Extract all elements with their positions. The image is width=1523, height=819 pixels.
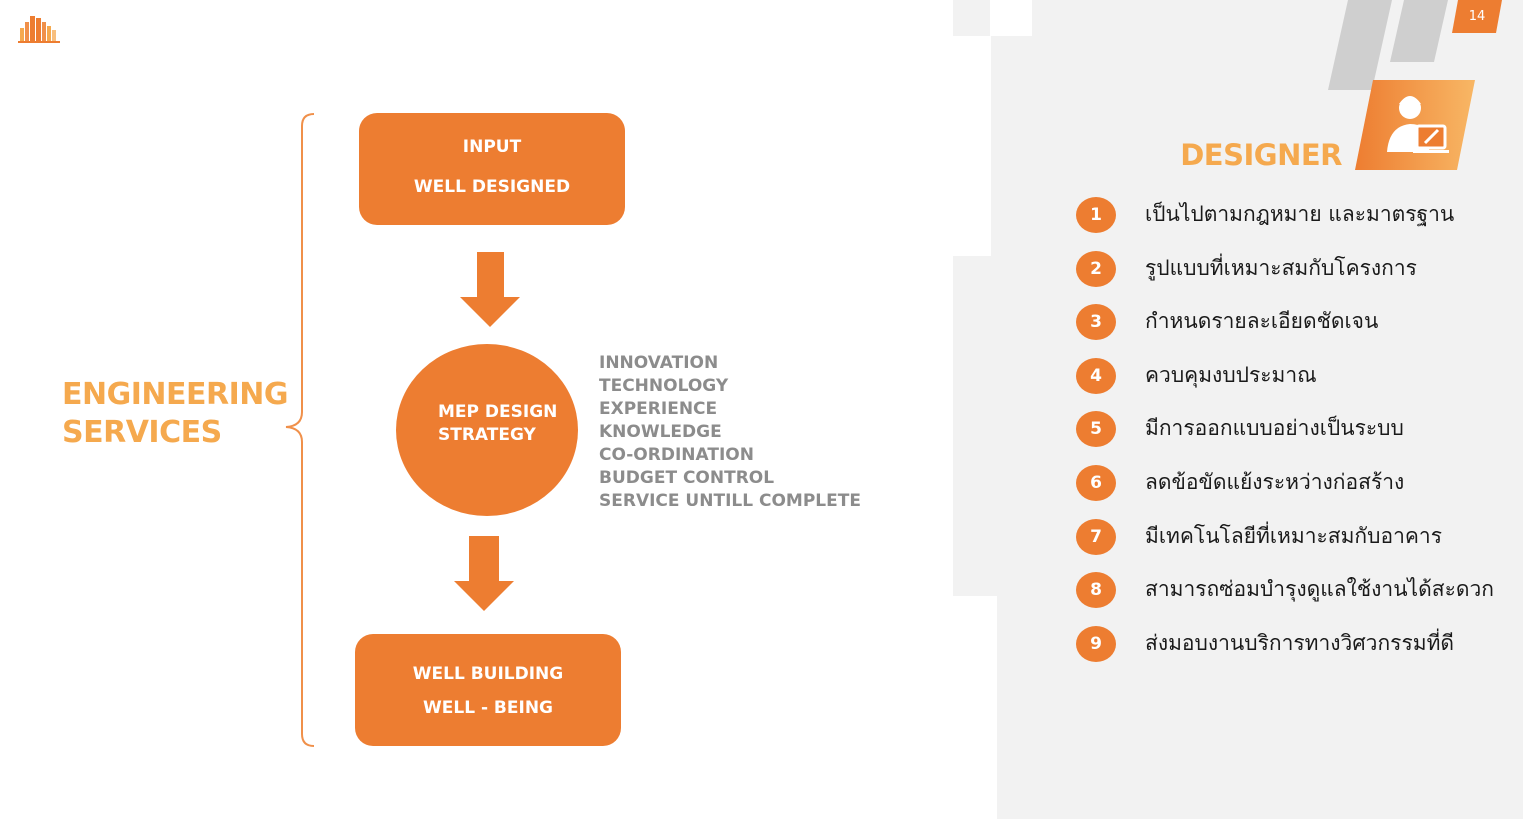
strategy-line: STRATEGY [438, 425, 536, 445]
input-label: INPUT [462, 137, 522, 157]
item-number-badge: 5 [1076, 411, 1116, 448]
item-text: รูปแบบที่เหมาะสมกับโครงการ [1145, 255, 1417, 280]
item-text: สามารถซ่อมบำรุงดูแลใช้งานได้สะดวก [1145, 577, 1494, 602]
decorative-stripe [1328, 0, 1392, 90]
attribute-item: EXPERIENCE [599, 399, 718, 419]
well-building-label: WELL BUILDING [412, 664, 564, 684]
item-text: ส่งมอบงานบริการทางวิศวกรรมที่ดี [1145, 630, 1455, 655]
item-number-badge: 6 [1076, 464, 1116, 501]
attribute-item: TECHNOLOGY [599, 376, 729, 396]
item-number-badge: 3 [1076, 304, 1116, 341]
attribute-item: BUDGET CONTROL [599, 468, 775, 488]
item-text: เป็นไปตามกฎหมาย และมาตรฐาน [1145, 202, 1455, 226]
item-text: ลดข้อขัดแย้งระหว่างก่อสร้าง [1145, 469, 1405, 494]
item-text: กำหนดรายละเอียดชัดเจน [1145, 309, 1379, 334]
item-number-badge: 8 [1076, 572, 1116, 609]
well-designed-label: WELL DESIGNED [413, 177, 571, 197]
designer-title: DESIGNER [1180, 138, 1342, 172]
decorative-stripe [1390, 0, 1448, 62]
building-logo-icon [18, 16, 60, 43]
title-line: SERVICES [62, 415, 222, 450]
panel-notch [953, 596, 997, 819]
panel-notch [990, 0, 1032, 36]
attribute-item: CO-ORDINATION [599, 445, 754, 465]
output-box: WELL BUILDING WELL - BEING [355, 634, 621, 746]
item-number-badge: 2 [1076, 250, 1116, 287]
strategy-line: MEP DESIGN [438, 402, 558, 422]
down-arrow-icon [454, 536, 514, 611]
mep-strategy-circle: MEP DESIGN STRATEGY [396, 344, 578, 516]
panel-notch [953, 36, 991, 256]
page-number-tag [1452, 0, 1502, 33]
engineering-services-title: ENGINEERING SERVICES [62, 376, 292, 452]
item-text: มีเทคโนโลยีที่เหมาะสมกับอาคาร [1145, 523, 1443, 548]
input-box: INPUT WELL DESIGNED [359, 113, 625, 225]
attribute-item: SERVICE UNTILL COMPLETE [599, 491, 861, 511]
item-text: มีการออกแบบอย่างเป็นระบบ [1145, 416, 1404, 441]
page-number: 14 [1468, 9, 1486, 24]
strategy-attributes-list: INNOVATION TECHNOLOGY EXPERIENCE KNOWLED… [599, 352, 861, 513]
curly-brace [285, 113, 315, 747]
designer-icon [1355, 80, 1475, 170]
title-line: ENGINEERING [62, 377, 288, 412]
item-number-badge: 7 [1076, 518, 1116, 555]
attribute-item: KNOWLEDGE [599, 422, 722, 442]
item-number-badge: 4 [1076, 357, 1116, 394]
attribute-item: INNOVATION [599, 353, 719, 373]
down-arrow-icon [460, 252, 520, 327]
item-text: ควบคุมงบประมาณ [1145, 362, 1317, 387]
item-number-badge: 9 [1076, 625, 1116, 662]
item-number-badge: 1 [1076, 197, 1116, 233]
well-being-label: WELL - BEING [423, 698, 553, 718]
